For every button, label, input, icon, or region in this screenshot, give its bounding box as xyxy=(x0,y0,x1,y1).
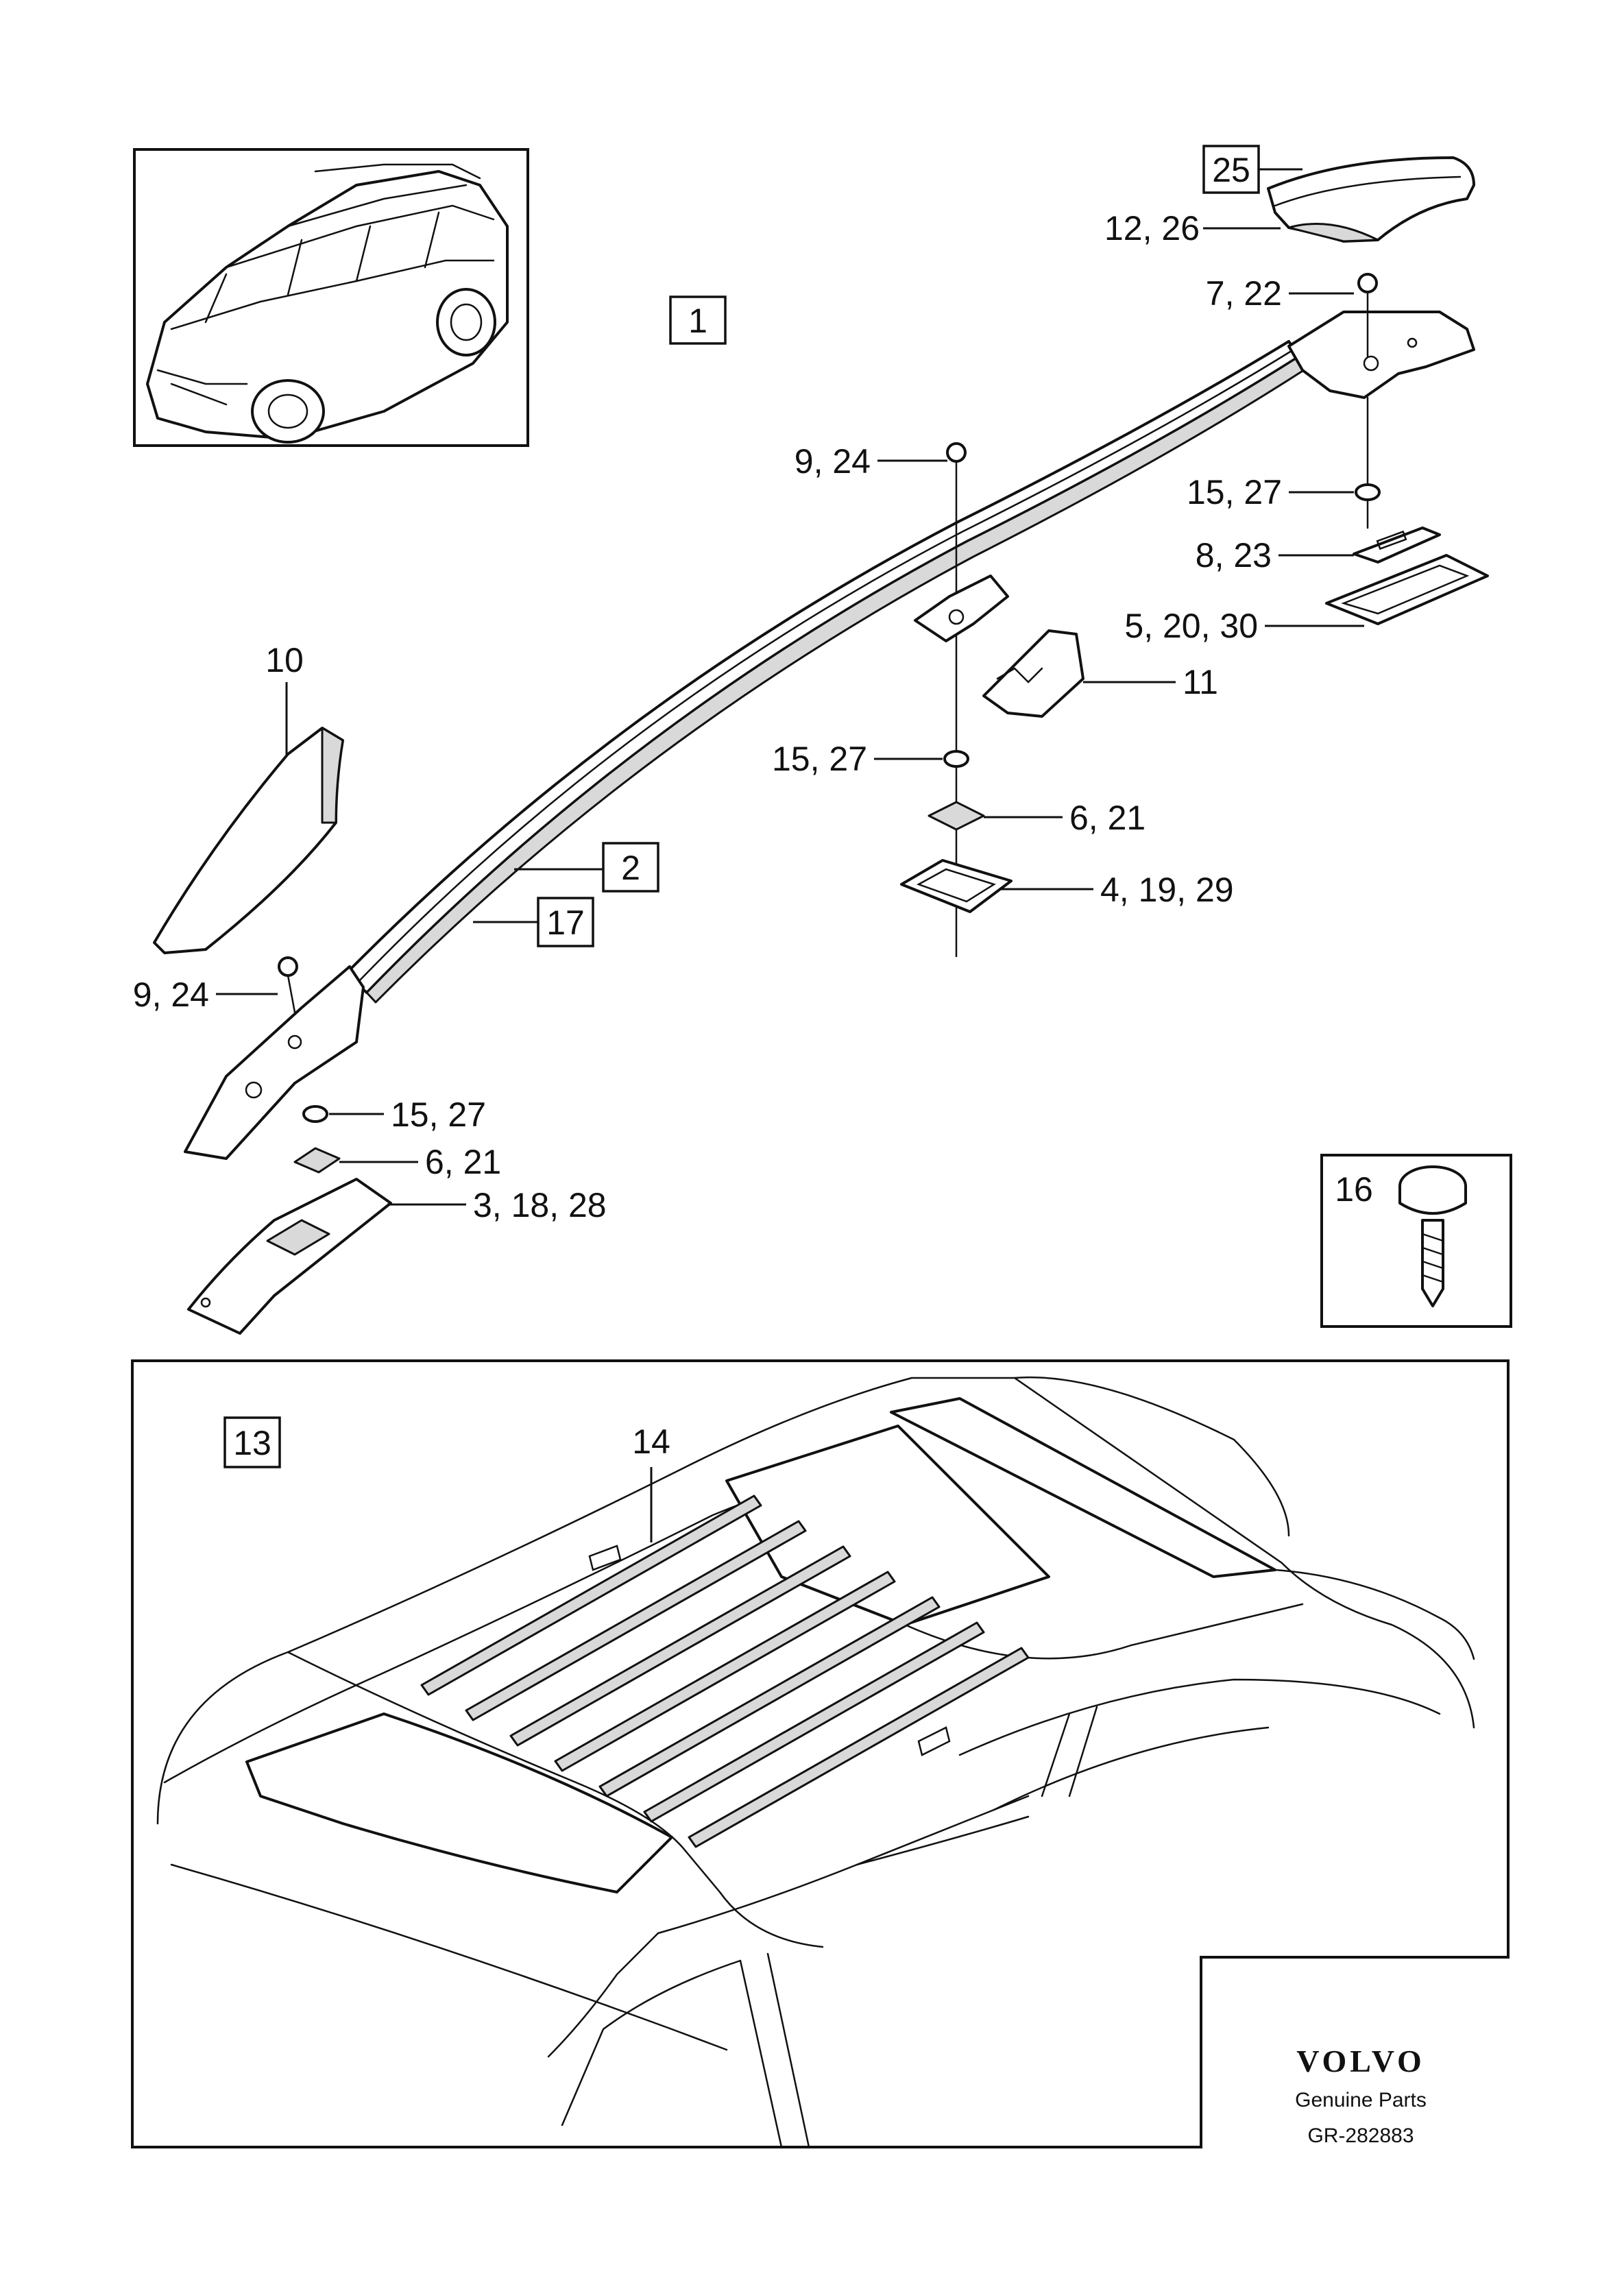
callout-25-text: 25 xyxy=(1212,151,1250,189)
brand-logo: VOLVO xyxy=(1296,2044,1425,2079)
footer-ref: GR-282883 xyxy=(1307,2124,1414,2147)
callout-3-18-28: 3, 18, 28 xyxy=(473,1186,607,1224)
callout-8-23: 8, 23 xyxy=(1196,536,1272,574)
callout-11: 11 xyxy=(1183,663,1218,701)
callout-15-27-mid: 15, 27 xyxy=(772,740,867,778)
middle-mount: 9, 24 11 15, 27 6, 21 4, 19, 29 xyxy=(772,442,1234,958)
callout-15-27-right: 15, 27 xyxy=(1187,473,1282,511)
roof-strips xyxy=(420,1494,1030,1848)
front-end-cap: 10 xyxy=(153,641,344,954)
callout-10: 10 xyxy=(265,641,304,679)
callout-6-21-mid: 6, 21 xyxy=(1069,799,1146,837)
rear-foot-bracket: 7, 22 15, 27 8, 23 5, 20, 30 xyxy=(1124,273,1489,645)
callout-17-text: 17 xyxy=(546,904,585,942)
front-foot-bracket: 9, 24 15, 27 6, 21 3, 18, 28 xyxy=(133,956,607,1335)
callout-15-27-left: 15, 27 xyxy=(391,1095,486,1134)
rear-end-cap: 25 12, 26 xyxy=(1104,145,1475,247)
callout-16: 16 xyxy=(1335,1170,1373,1209)
callout-12-26: 12, 26 xyxy=(1104,209,1200,247)
callout-13-text: 13 xyxy=(233,1424,271,1462)
callout-9-24-top: 9, 24 xyxy=(795,442,871,481)
lower-section-frame: 13 xyxy=(131,1359,1510,2148)
footer: VOLVO Genuine Parts GR-282883 xyxy=(1295,2044,1427,2147)
callout-9-24-left: 9, 24 xyxy=(133,976,209,1014)
callout-2-text: 2 xyxy=(621,849,640,887)
roof-view: 14 xyxy=(156,1376,1475,2148)
callout-1-text: 1 xyxy=(688,302,707,340)
callout-2-17: 2 17 xyxy=(473,842,659,947)
vehicle-overview-thumbnail xyxy=(133,148,529,447)
callout-7-22: 7, 22 xyxy=(1206,274,1282,313)
callout-5-20-30: 5, 20, 30 xyxy=(1124,607,1258,645)
callout-6-21-left: 6, 21 xyxy=(425,1143,501,1181)
callout-4-19-29: 4, 19, 29 xyxy=(1100,871,1234,909)
footer-subtitle: Genuine Parts xyxy=(1295,2089,1427,2111)
screw-detail-16: 16 xyxy=(1320,1154,1512,1328)
callout-1: 1 xyxy=(669,295,727,345)
callout-14: 14 xyxy=(632,1422,670,1461)
